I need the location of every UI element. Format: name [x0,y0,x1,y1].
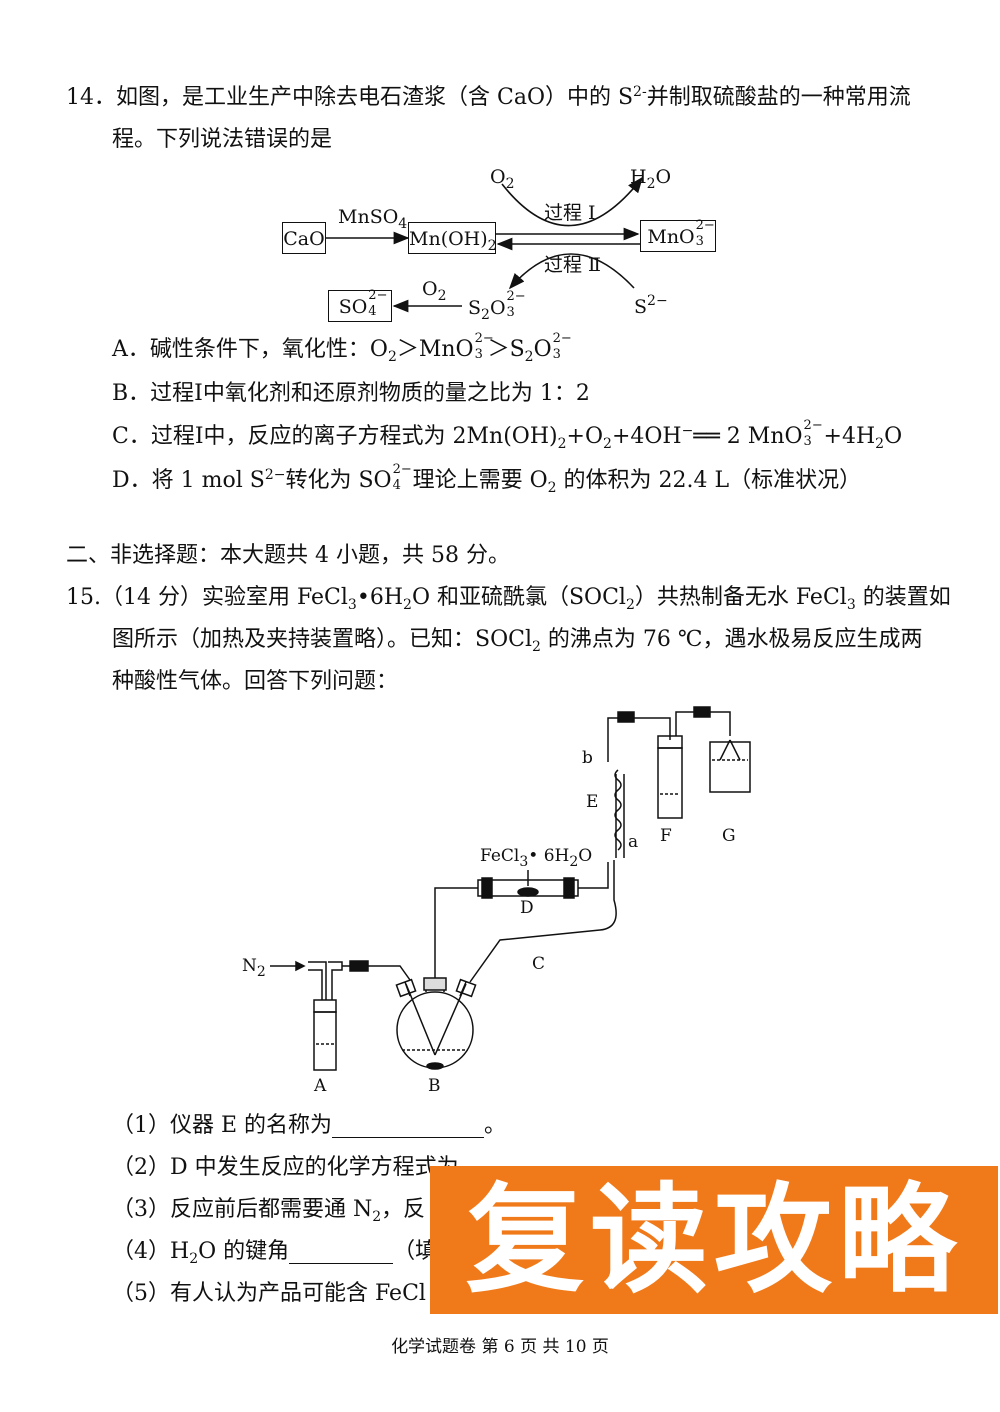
apparatus-label-d: D [520,898,534,918]
page-footer: 化学试题卷 第 6 页 共 10 页 [391,1337,609,1357]
answer-blank-4[interactable] [289,1237,394,1264]
section2-heading: 二、非选择题：本大题共 4 小题，共 58 分。 [66,543,510,568]
q15-sub5: （5）有人认为产品可能含 FeCl [112,1281,426,1306]
apparatus-port-b: b [582,748,593,768]
q15-sub2: （2）D 中发生反应的化学方程式为 [112,1155,459,1180]
q14-option-c: C．过程Ⅰ中，反应的离子方程式为 2Mn(OH)2+O2+4OH−══ 2 Mn… [112,418,903,452]
flow-label-process2: 过程 Ⅱ [544,254,601,276]
flow-label-mnso4: MnSO4 [338,206,408,232]
flow-label-process1: 过程 Ⅰ [544,202,596,224]
q15-stem-line3: 种酸性气体。回答下列问题： [112,669,399,694]
q15-stem-line1: 15.（14 分）实验室用 FeCl3•6H2O 和亚硫酰氯（SOCl2）共热制… [66,585,951,613]
apparatus-label-e: E [586,792,599,812]
apparatus-port-a: a [628,832,639,852]
apparatus-label-n2: N2 [242,956,266,980]
apparatus-drawing [270,706,751,1071]
flow-box-mnoh2: Mn(OH)2 [408,222,497,254]
q15-sub3: （3）反应前后都需要通 N2，反 [112,1197,426,1225]
q15-sub4: （4）H2O 的键角（填 [112,1237,438,1267]
apparatus-label-fecl3: FeCl3• 6H2O [480,846,593,870]
q15-stem-line2: 图所示（加热及夹持装置略）。已知：SOCl2 的沸点为 76 ℃，遇水极易反应生… [112,627,923,655]
apparatus-label-c: C [532,954,546,974]
q14-stem-line2: 程。下列说法错误的是 [112,127,333,152]
q15-apparatus-diagram: A B C D E F G a b N2 FeCl3• 6H2O [230,700,770,1100]
flow-label-s2: S2− [634,293,668,318]
apparatus-label-g: G [722,826,736,846]
q15-sub1: （1）仪器 E 的名称为。 [112,1111,507,1138]
answer-blank-1[interactable] [332,1111,485,1138]
flow-arrows [326,176,643,313]
flow-label-o2-bottom: O2 [422,278,447,304]
flow-label-o2-top: O2 [490,166,515,192]
q14-option-b: B．过程Ⅰ中氧化剂和还原剂物质的量之比为 1：2 [112,381,590,406]
flow-box-cao: CaO [282,222,326,254]
watermark-stamp: 复读攻略 [430,1166,998,1314]
apparatus-label-b: B [428,1076,441,1096]
apparatus-label-a: A [314,1076,327,1096]
q14-stem-line1: 14．如图，是工业生产中除去电石渣浆（含 CaO）中的 S2-并制取硫酸盐的一种… [66,84,911,110]
flow-label-h2o-top: H2O [630,166,672,192]
apparatus-label-f: F [660,826,672,846]
